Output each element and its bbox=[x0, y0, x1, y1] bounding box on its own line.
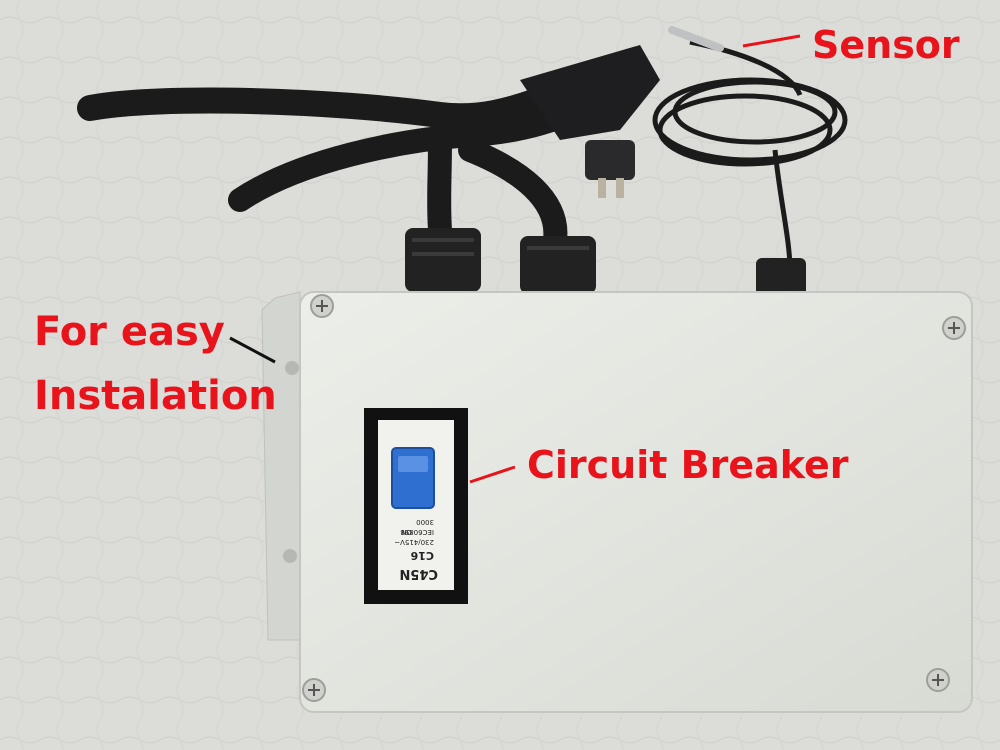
mounting-flange bbox=[261, 291, 301, 641]
breaker-on-label: ON bbox=[401, 528, 412, 536]
installation-label-line2: Instalation bbox=[34, 373, 277, 419]
power-plug bbox=[520, 45, 660, 198]
circuit-breaker bbox=[364, 408, 468, 604]
breaker-capacity: 3000 bbox=[416, 518, 434, 526]
cable-gland-right bbox=[756, 258, 806, 298]
breaker-markings: C45N C16 230/415V~ IEC60898 3000 ON bbox=[394, 518, 438, 581]
breaker-rating: C16 bbox=[410, 549, 434, 562]
cable-gland-left bbox=[405, 228, 481, 292]
power-cable bbox=[77, 87, 612, 252]
sensor-label: Sensor bbox=[812, 23, 960, 67]
enclosure-box bbox=[299, 291, 973, 713]
breaker-standard: IEC60898 bbox=[400, 528, 434, 536]
sensor-cable bbox=[652, 39, 848, 271]
installation-label-line1: For easy bbox=[34, 309, 225, 355]
breaker-model: C45N bbox=[399, 566, 438, 581]
cable-gland-middle bbox=[520, 236, 596, 294]
breaker-voltage: 230/415V~ bbox=[394, 538, 434, 546]
sensor-pointer-line bbox=[742, 34, 801, 48]
circuit-breaker-label: Circuit Breaker bbox=[527, 443, 849, 487]
installation-pointer-line bbox=[229, 336, 276, 364]
breaker-pointer-line bbox=[469, 465, 516, 484]
temperature-sensor-probe bbox=[668, 26, 724, 52]
